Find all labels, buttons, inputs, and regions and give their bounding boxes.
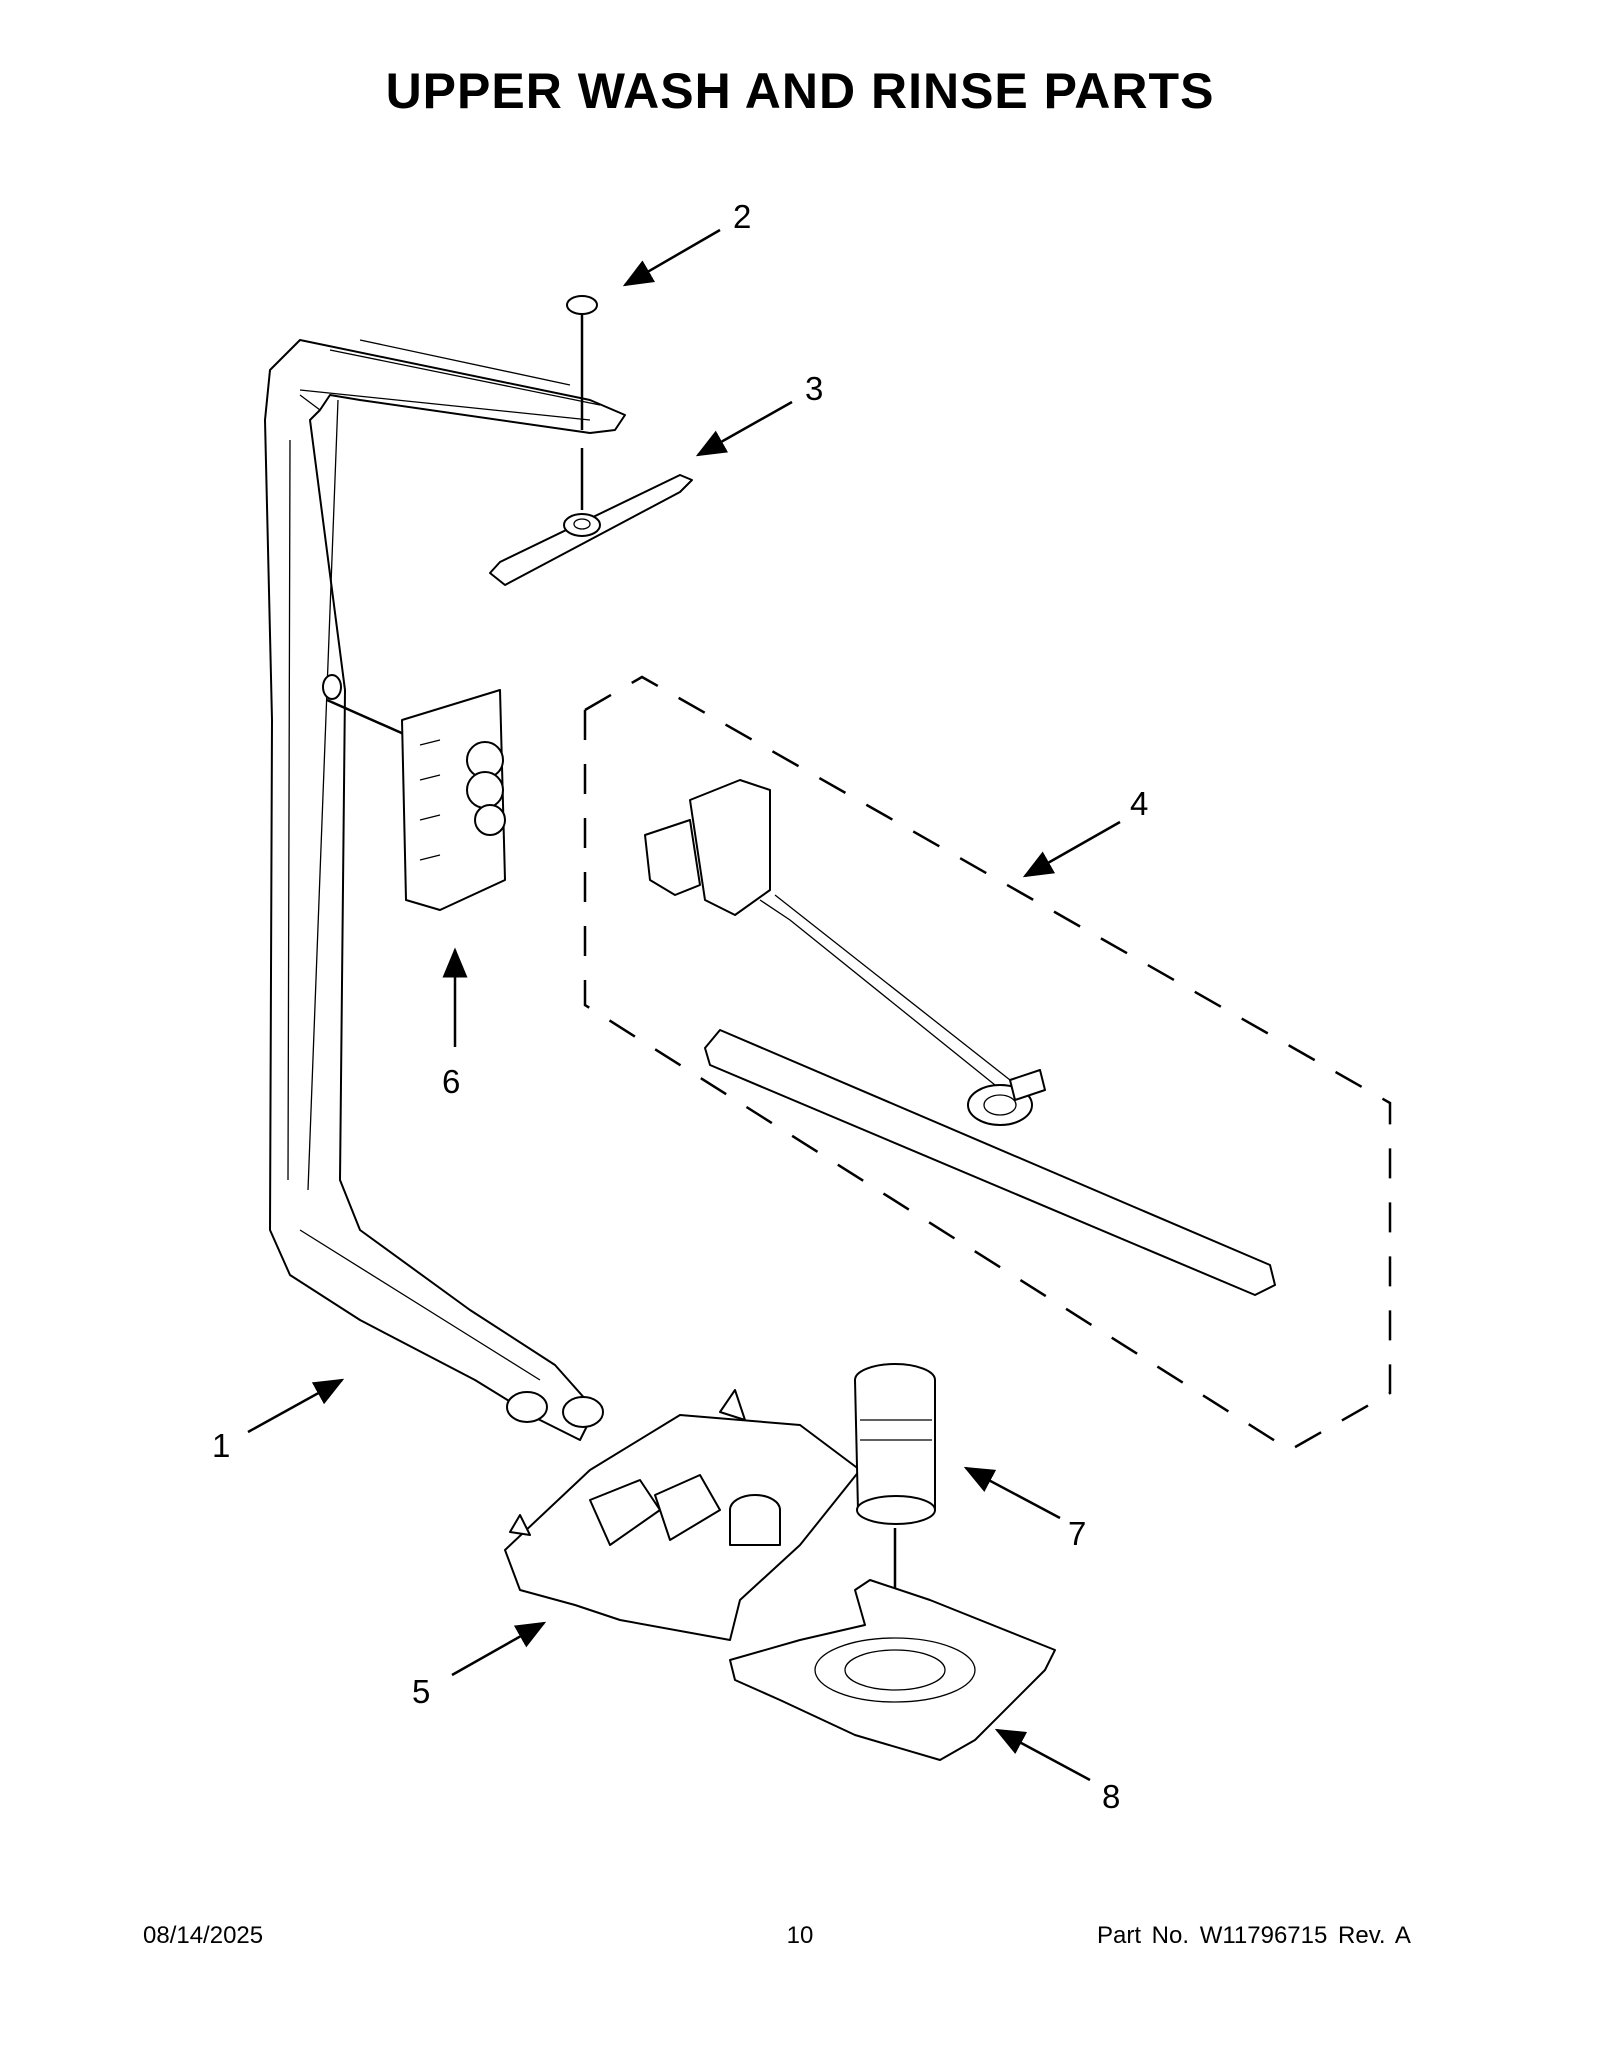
footer-date: 08/14/2025 (143, 1922, 264, 1949)
callout-6: 6 (442, 1063, 460, 1100)
callout-1: 1 (212, 1427, 230, 1464)
assembly-dashed-outline (583, 675, 1392, 1452)
callout-4: 4 (1130, 785, 1148, 822)
callout-3: 3 (805, 370, 823, 407)
upper-spray-arm-icon (489, 474, 693, 586)
pump-manifold-icon (504, 1389, 861, 1641)
screw-icon (566, 295, 598, 510)
valve-bracket-icon (326, 689, 506, 911)
callout-8: 8 (1102, 1778, 1120, 1815)
filter-plate-icon (729, 1579, 1056, 1761)
filter-icon (854, 1363, 936, 1705)
lower-spray-arm-assembly-icon (644, 779, 1276, 1296)
callout-7: 7 (1068, 1515, 1086, 1552)
page-title: UPPER WASH AND RINSE PARTS (385, 63, 1215, 119)
footer-part-number: Part No. W11796715 Rev. A (1097, 1922, 1411, 1949)
supply-tube-icon (264, 339, 626, 1441)
callout-5: 5 (412, 1673, 430, 1710)
footer-page-number: 10 (786, 1922, 814, 1949)
callout-2: 2 (733, 198, 751, 235)
